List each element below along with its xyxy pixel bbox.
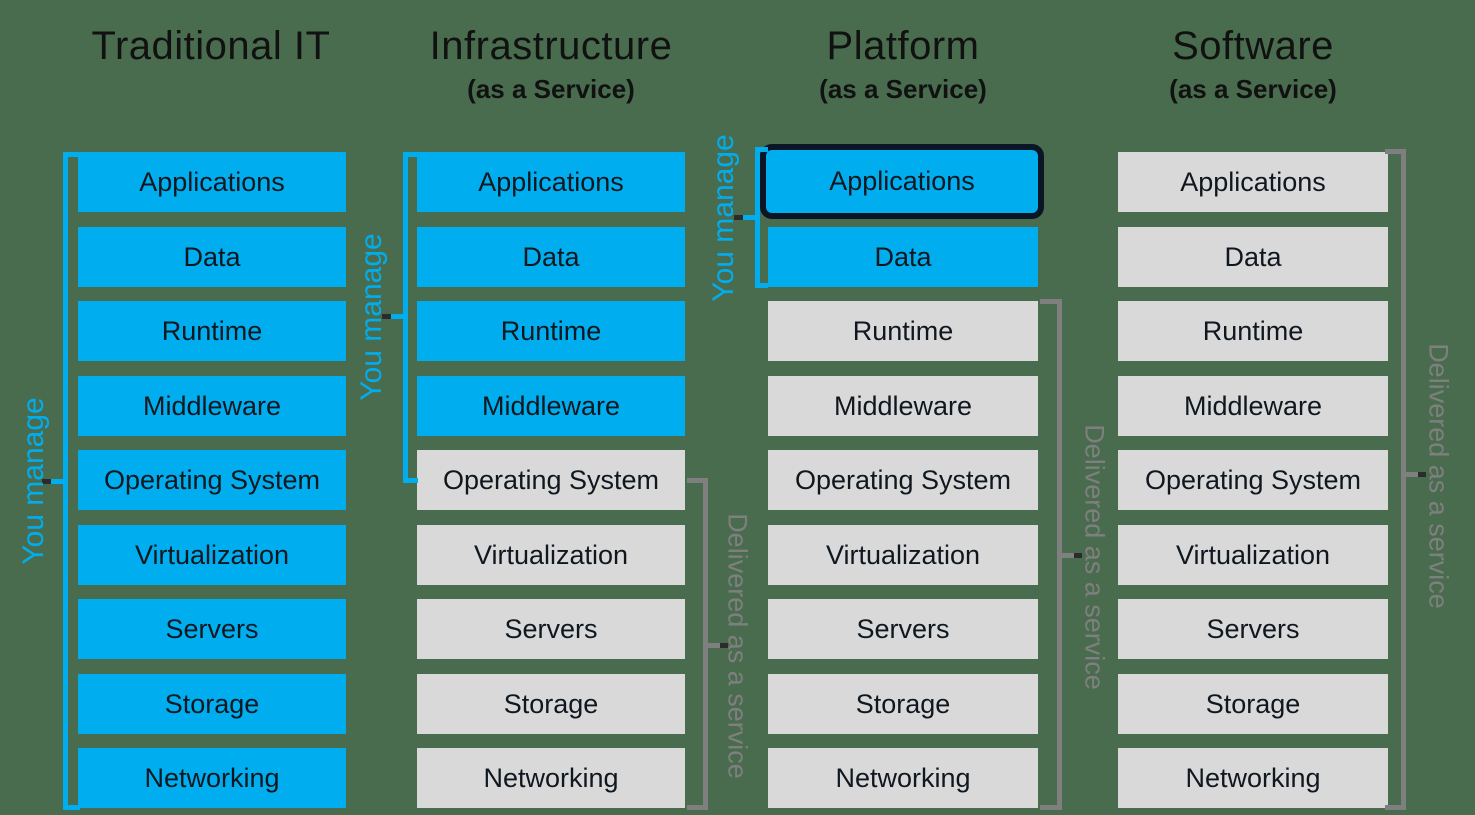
bracket-tick [687,478,708,483]
layer-box: Servers [768,599,1038,659]
layer-box: Networking [78,748,346,808]
layer-box: Applications [417,152,685,212]
bracket-tick [687,805,708,810]
bracket-tick [403,478,418,483]
column-subtitle: (as a Service) [819,74,987,104]
layer-box: Storage [768,674,1038,734]
bracket-line [1057,299,1062,810]
bracket-mid-tick-dash [734,215,743,220]
bracket-mid-tick-dash [382,314,391,319]
you-manage-label: You manage [355,233,388,401]
layer-box: Virtualization [417,525,685,585]
bracket-tick [1385,805,1406,810]
layer-box: Data [1118,227,1388,287]
layer-box: Applications [1118,152,1388,212]
bracket-mid-tick-dash [42,479,51,484]
bracket-tick [755,283,768,288]
layer-box: Middleware [1118,376,1388,436]
layer-box: Storage [78,674,346,734]
layer-box: Networking [768,748,1038,808]
layer-box: Operating System [768,450,1038,510]
column-header-saas: Software (as a Service) [1053,20,1453,106]
bracket-mid-tick-dash [1418,472,1426,477]
column-subtitle: (as a Service) [467,74,635,104]
bracket-tick [755,147,768,152]
bracket-tick [1385,149,1406,154]
layer-box: Runtime [78,301,346,361]
delivered-as-a-service-label: Delivered as a service [1423,343,1454,609]
bracket-line [1401,149,1406,810]
layer-box: Storage [1118,674,1388,734]
you-manage-label: You manage [707,134,740,302]
layer-box: Networking [1118,748,1388,808]
column-title: Platform [826,24,980,68]
layer-box: Operating System [417,450,685,510]
layer-box: Applications [78,152,346,212]
column-subtitle: (as a Service) [1169,74,1337,104]
bracket-mid-tick [743,215,755,220]
bracket-line [703,478,708,810]
bracket-mid-tick-dash [720,643,728,648]
column-header-paas: Platform (as a Service) [703,20,1103,106]
delivered-as-a-service-label: Delivered as a service [1079,424,1110,690]
layer-box: Operating System [1118,450,1388,510]
column-header-traditional-it: Traditional IT [11,20,411,72]
layer-box: Operating System [78,450,346,510]
bracket-mid-tick [708,643,720,648]
column-title: Traditional IT [91,24,331,68]
bracket-tick [1040,805,1062,810]
layer-box: Data [78,227,346,287]
bracket-tick [1040,299,1062,304]
layer-box: Data [768,227,1038,287]
layer-box: Virtualization [1118,525,1388,585]
column-title: Software [1172,24,1334,68]
layer-box: Servers [417,599,685,659]
layer-box: Networking [417,748,685,808]
layer-box: Middleware [78,376,346,436]
you-manage-label: You manage [17,397,50,565]
layer-box: Servers [1118,599,1388,659]
layer-box: Runtime [1118,301,1388,361]
layer-box: Runtime [768,301,1038,361]
column-title: Infrastructure [429,24,673,68]
bracket-line [403,152,408,483]
column-header-iaas: Infrastructure (as a Service) [351,20,751,106]
bracket-tick [63,152,80,157]
layer-box: Data [417,227,685,287]
bracket-mid-tick-dash [1074,553,1082,558]
bracket-line [755,147,760,288]
layer-box-highlighted-applications: Applications [760,144,1044,219]
layer-box: Storage [417,674,685,734]
delivered-as-a-service-label: Delivered as a service [722,513,753,779]
bracket-line [63,152,68,810]
layer-box: Middleware [768,376,1038,436]
bracket-mid-tick [391,314,403,319]
layer-box: Virtualization [768,525,1038,585]
bracket-mid-tick [51,479,63,484]
bracket-tick [63,805,80,810]
layer-box: Runtime [417,301,685,361]
layer-box: Middleware [417,376,685,436]
bracket-mid-tick [1406,472,1418,477]
layer-box: Servers [78,599,346,659]
bracket-mid-tick [1062,553,1074,558]
layer-box: Virtualization [78,525,346,585]
bracket-tick [403,152,418,157]
